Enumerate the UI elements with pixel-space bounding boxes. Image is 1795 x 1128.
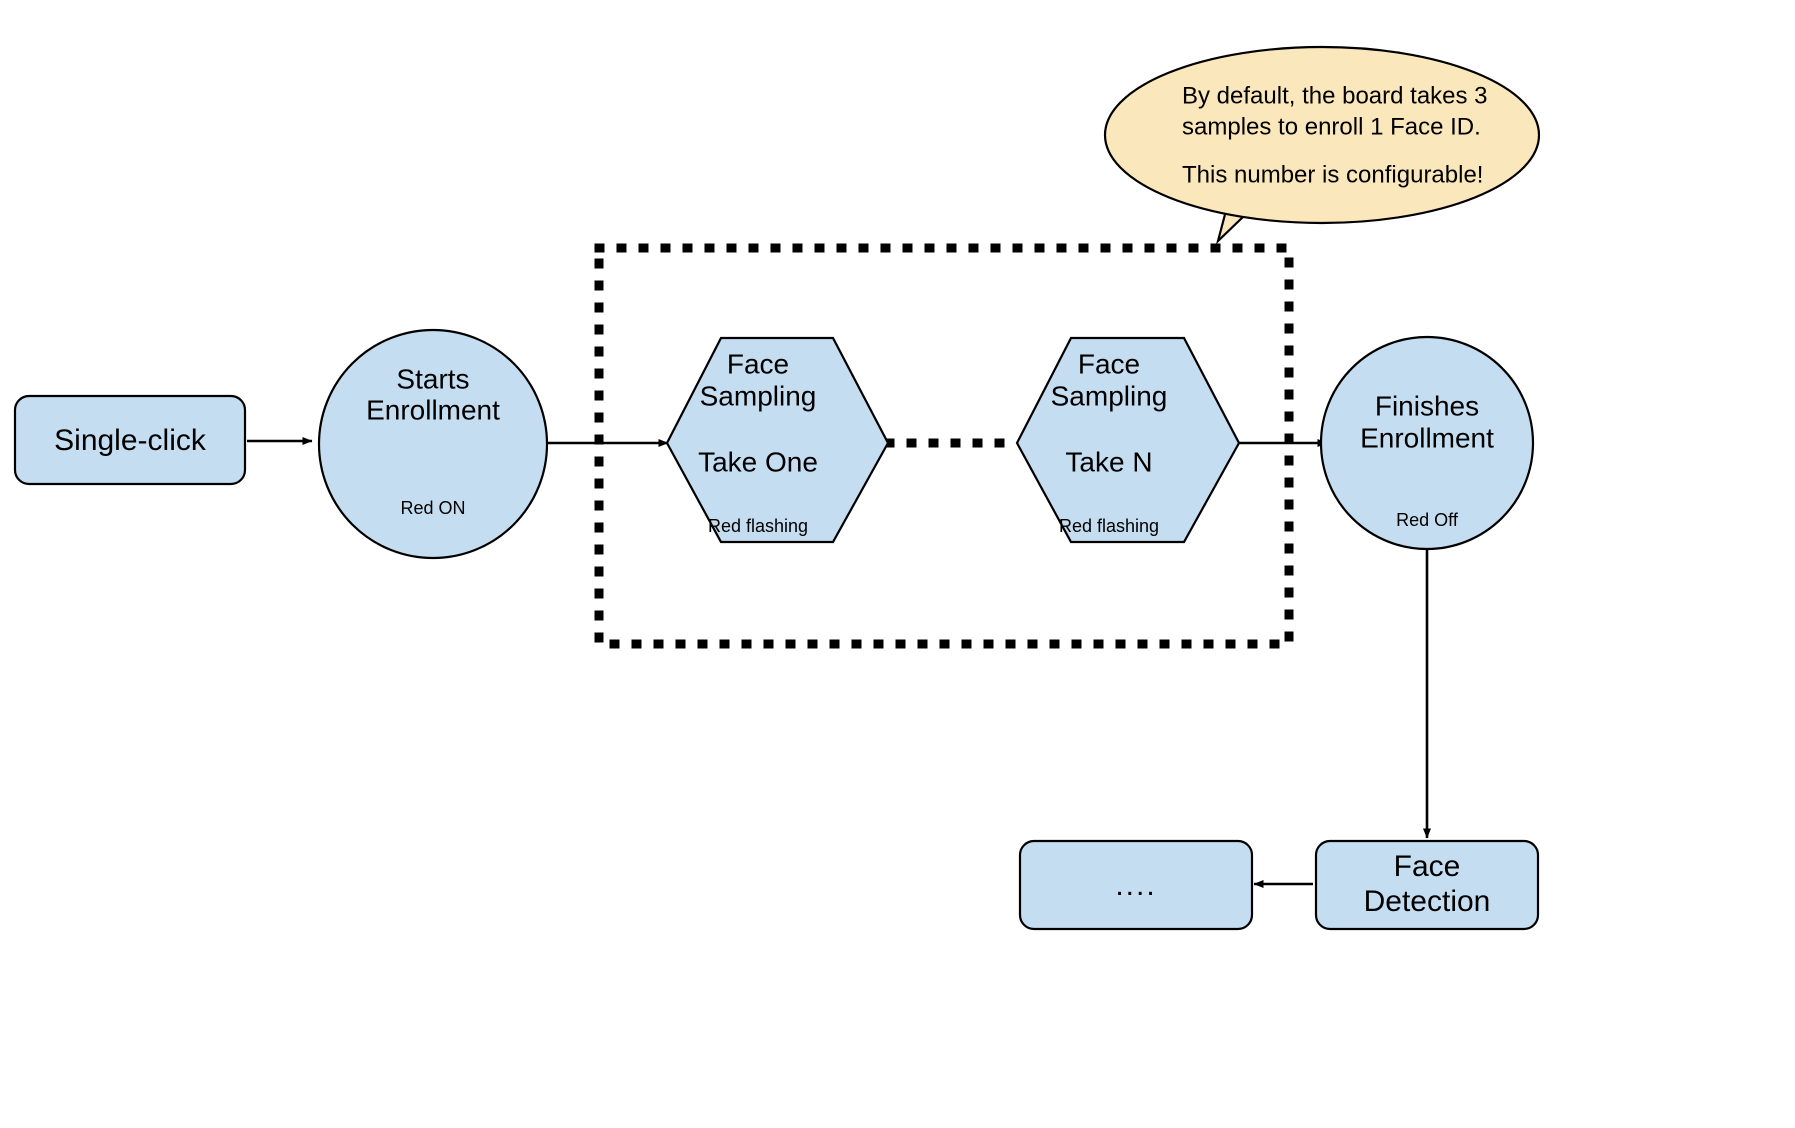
sampling-group-boundary <box>594 243 1294 649</box>
face-sampling-one-shape[interactable] <box>665 336 890 544</box>
ellipsis-label: .... <box>1115 869 1156 902</box>
node-ellipsis[interactable]: .... <box>1018 839 1254 931</box>
face-detection-shape[interactable] <box>1314 839 1540 931</box>
face-detection-label-line1: Face <box>1394 850 1461 883</box>
face-sampling-n-label-line2: Sampling <box>1051 380 1168 411</box>
face-sampling-one-label-line2: Sampling <box>700 380 817 411</box>
node-face-detection[interactable]: Face Detection <box>1314 839 1540 931</box>
node-finishes-enrollment[interactable]: Finishes Enrollment Red Off <box>1319 335 1535 551</box>
face-sampling-n-take: Take N <box>1065 446 1152 477</box>
face-sampling-one-status: Red flashing <box>708 516 808 536</box>
node-single-click[interactable]: Single-click <box>13 394 247 486</box>
single-click-label: Single-click <box>54 424 207 457</box>
starts-enrollment-label-line2: Enrollment <box>366 394 500 425</box>
finishes-enrollment-shape[interactable] <box>1319 335 1535 551</box>
face-sampling-n-status: Red flashing <box>1059 516 1159 536</box>
starts-enrollment-label-line1: Starts <box>396 363 469 394</box>
face-sampling-one-take: Take One <box>698 446 818 477</box>
node-face-sampling-one[interactable]: Face Sampling Take One Red flashing <box>665 336 890 544</box>
single-click-shape[interactable] <box>13 394 247 486</box>
callout-line-1: By default, the board takes 3 <box>1182 82 1488 109</box>
ellipsis-shape[interactable] <box>1018 839 1254 931</box>
callout-line-2: samples to enroll 1 Face ID. <box>1182 113 1481 140</box>
face-sampling-one-label-line1: Face <box>727 348 789 379</box>
face-sampling-n-shape[interactable] <box>1015 336 1241 544</box>
face-detection-label-line2: Detection <box>1364 885 1491 918</box>
callout-line-3: This number is configurable! <box>1182 161 1483 188</box>
starts-enrollment-shape[interactable] <box>317 328 549 560</box>
starts-enrollment-status: Red ON <box>400 498 465 518</box>
node-starts-enrollment[interactable]: Starts Enrollment Red ON <box>317 328 549 560</box>
finishes-enrollment-status: Red Off <box>1396 510 1459 530</box>
finishes-enrollment-label-line2: Enrollment <box>1360 422 1494 453</box>
face-sampling-n-label-line1: Face <box>1078 348 1140 379</box>
node-face-sampling-n[interactable]: Face Sampling Take N Red flashing <box>1015 336 1241 544</box>
callout-note: By default, the board takes 3 samples to… <box>1103 45 1541 245</box>
finishes-enrollment-label-line1: Finishes <box>1375 390 1479 421</box>
callout-bubble <box>1103 45 1541 225</box>
